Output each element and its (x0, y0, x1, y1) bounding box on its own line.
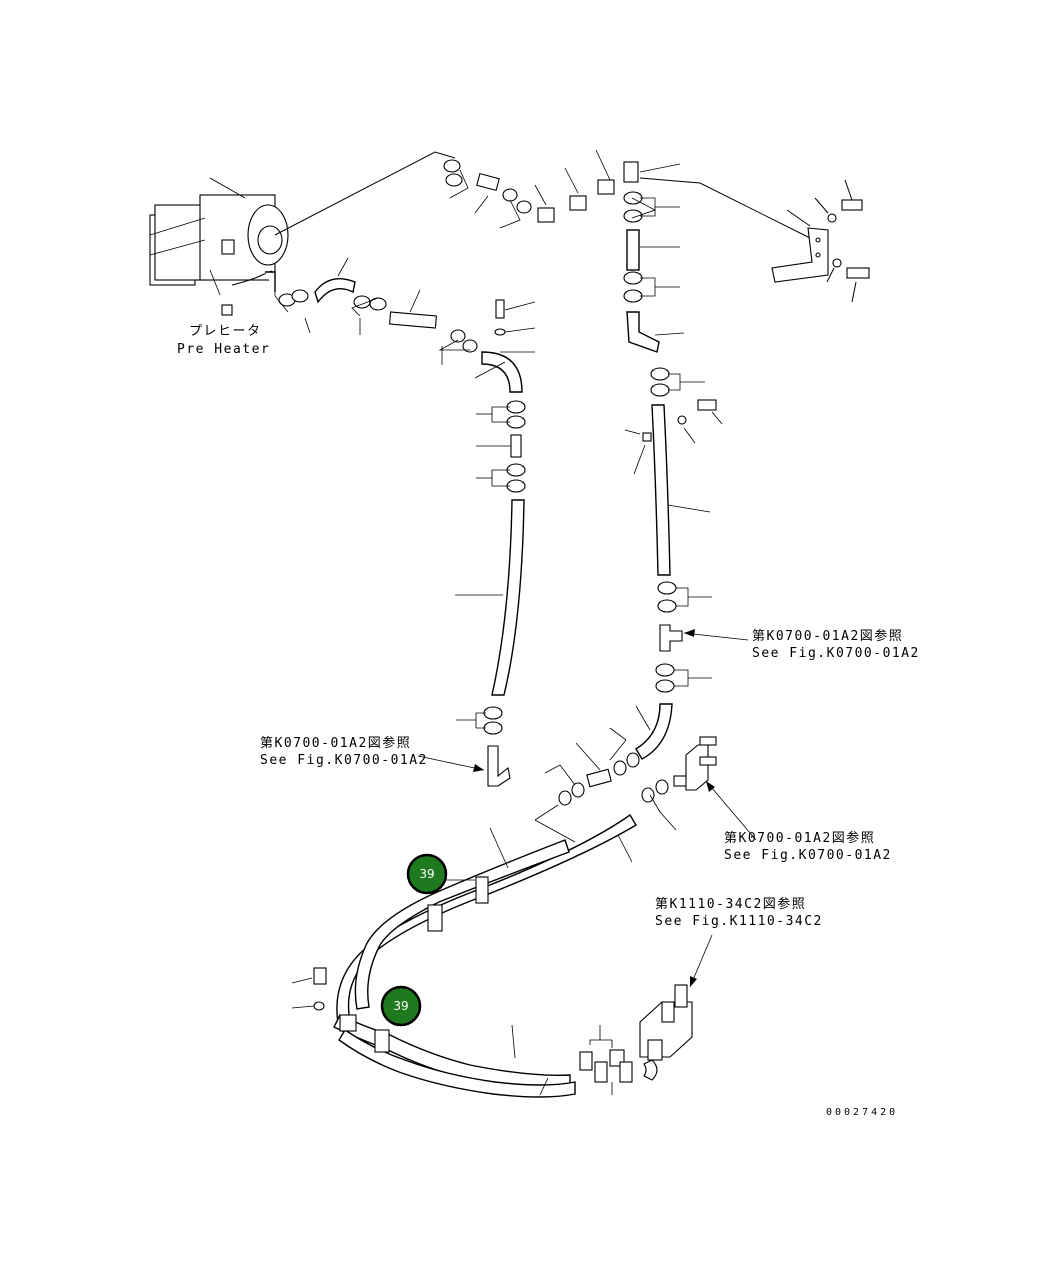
callout-39-lower[interactable]: 39 (380, 985, 422, 1027)
reference-b-en: See Fig.K0700-01A2 (260, 753, 428, 768)
reference-arrows (417, 629, 757, 988)
right-hoses (623, 229, 717, 760)
leaders-right (474, 149, 723, 731)
lower-hoses (291, 813, 637, 1098)
reference-d-jp: 第K1110-34C2図参照 (655, 896, 806, 912)
leaders-left (274, 257, 536, 729)
reference-b-jp: 第K0700-01A2図参照 (260, 735, 411, 751)
callout-39-upper[interactable]: 39 (406, 853, 448, 895)
figure-number: 00027420 (826, 1107, 898, 1118)
reference-c-en: See Fig.K0700-01A2 (724, 848, 892, 863)
left-hoses (265, 271, 526, 787)
callout-number: 39 (393, 999, 408, 1013)
reference-a-jp: 第K0700-01A2図参照 (752, 628, 903, 644)
top-fittings (443, 159, 657, 223)
bracket-top-right (771, 179, 870, 303)
reference-c-jp: 第K0700-01A2図参照 (724, 830, 875, 846)
reference-a-en: See Fig.K0700-01A2 (752, 646, 920, 661)
callout-circle[interactable] (380, 985, 422, 1027)
preheater-unit (149, 177, 289, 316)
preheater-label-en: Pre Heater (177, 342, 270, 357)
callout-circle[interactable] (406, 853, 448, 895)
reference-d-en: See Fig.K1110-34C2 (655, 914, 823, 929)
callout-number: 39 (419, 867, 434, 881)
middle-fittings (534, 727, 717, 843)
bottom-valve (579, 984, 693, 1095)
preheater-label-jp: プレヒータ (189, 324, 262, 339)
